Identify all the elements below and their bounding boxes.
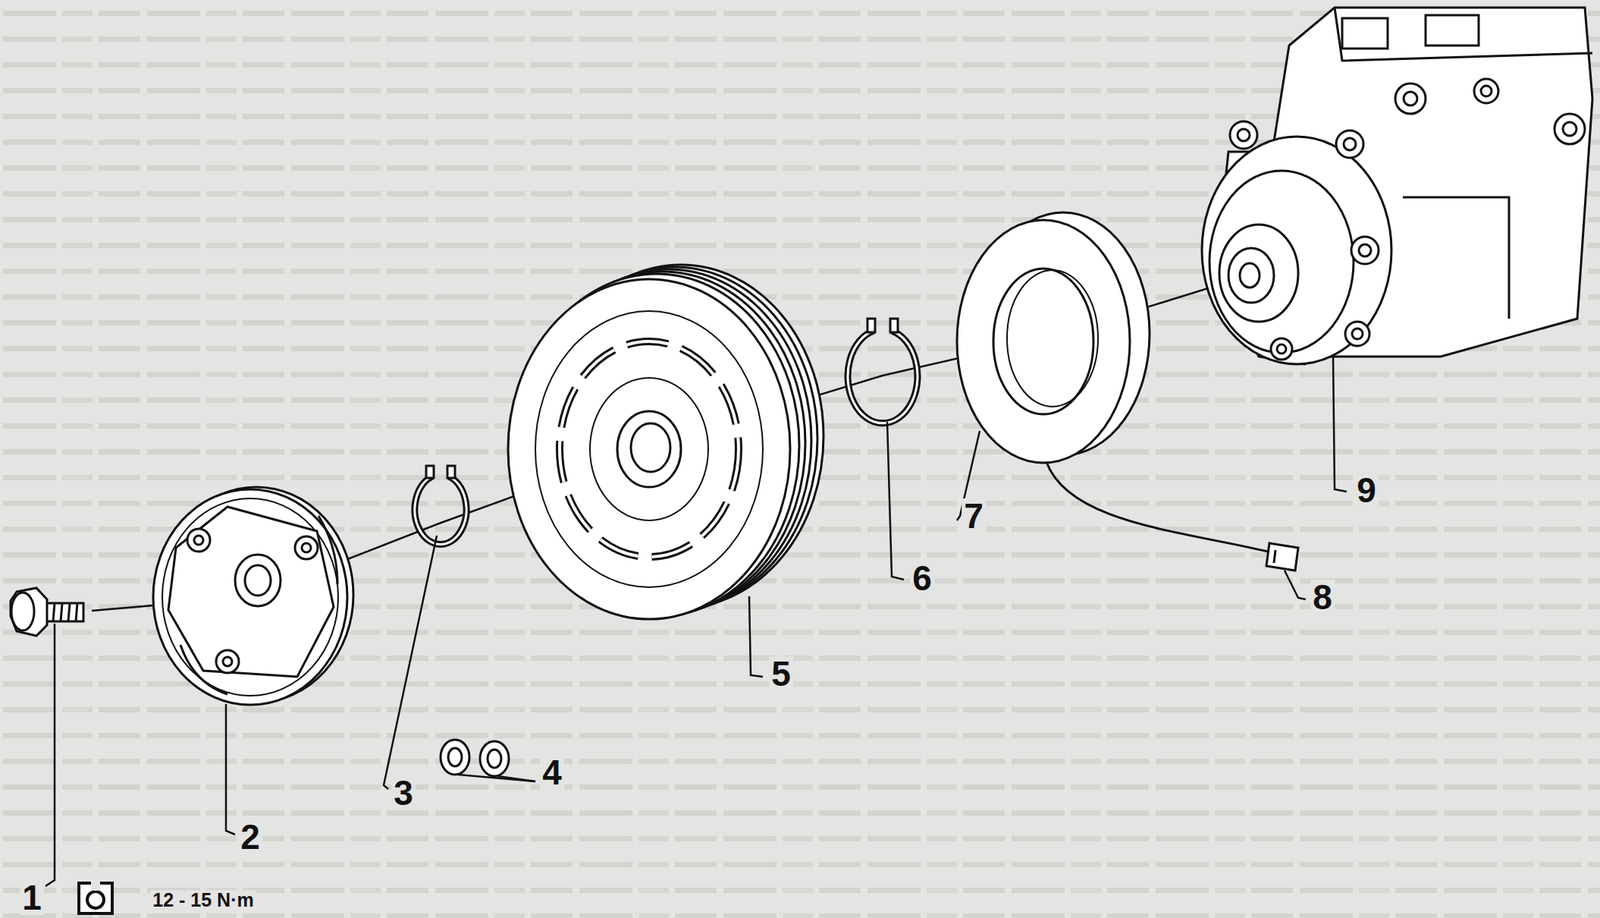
callout-number: 6 — [909, 560, 935, 596]
callout-number: 5 — [768, 655, 794, 691]
callout-number: 9 — [1354, 472, 1379, 508]
snap-ring — [847, 318, 918, 424]
pressure-plate — [153, 486, 354, 705]
torque-symbol — [78, 879, 113, 913]
field-coil — [956, 212, 1299, 571]
snap-ring — [414, 465, 467, 545]
callout-number: 1 — [19, 879, 44, 915]
torque-spec: 12 - 15 N·m — [150, 890, 256, 910]
callout-number: 7 — [961, 498, 986, 534]
callout-number: 8 — [1310, 579, 1335, 615]
shims — [440, 739, 509, 776]
callout-number: 4 — [539, 754, 565, 790]
bolt — [10, 587, 84, 636]
callout-number: 3 — [391, 774, 416, 810]
compressor — [1201, 7, 1593, 364]
callout-number: 2 — [238, 818, 263, 854]
pulley — [508, 264, 824, 619]
leader-lines — [45, 356, 1347, 886]
